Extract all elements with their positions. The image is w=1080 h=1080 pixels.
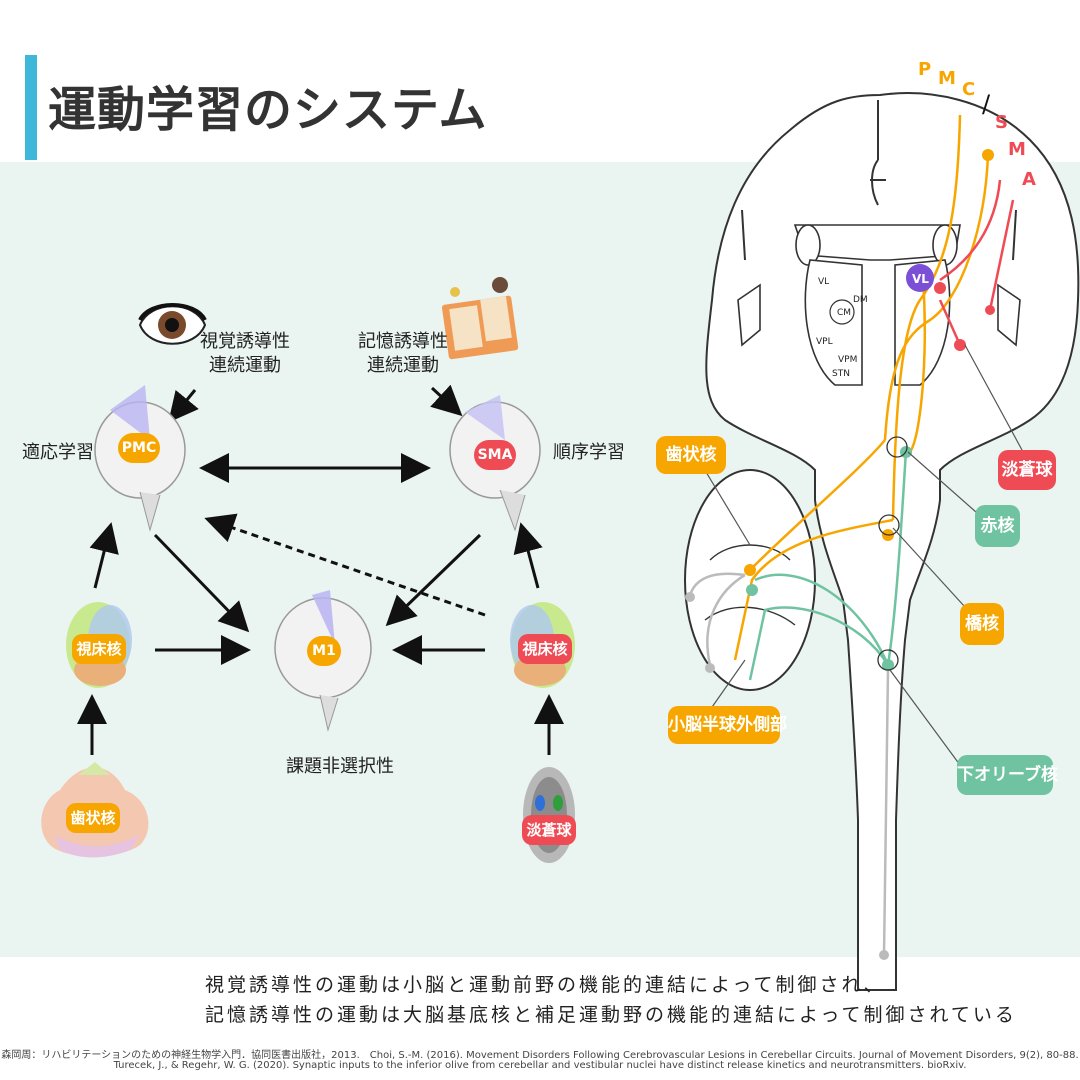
svg-text:P: P bbox=[918, 59, 931, 80]
thalamus-left-badge: 視床核 bbox=[72, 634, 126, 664]
pallidum-left-badge: 淡蒼球 bbox=[522, 815, 576, 845]
svg-text:A: A bbox=[1022, 169, 1036, 190]
sequence-learning-label: 順序学習 bbox=[553, 442, 625, 463]
svg-text:VL: VL bbox=[912, 272, 929, 286]
arc-separator: / bbox=[982, 90, 991, 118]
dentate-right-badge: 歯状核 bbox=[656, 436, 726, 474]
m1-badge: M1 bbox=[307, 636, 341, 666]
sma-badge: SMA bbox=[474, 440, 516, 470]
midline-fissure bbox=[870, 100, 886, 206]
memory-guided-label: 記憶誘導性連続運動 bbox=[358, 331, 448, 376]
svg-text:DM: DM bbox=[853, 295, 868, 305]
svg-text:M: M bbox=[938, 68, 956, 89]
summary-text: 視覚誘導性の運動は小脳と運動前野の機能的連結によって制御され、 記憶誘導性の運動… bbox=[205, 970, 1017, 1030]
task-nonselective-label: 課題非選択性 bbox=[286, 756, 394, 777]
adaptive-learning-label: 適応学習 bbox=[22, 442, 94, 463]
svg-text:STN: STN bbox=[832, 369, 850, 379]
red-nucleus-badge: 赤核 bbox=[975, 505, 1020, 547]
title-accent-bar bbox=[25, 55, 37, 160]
eye-icon bbox=[138, 303, 207, 345]
visual-guided-label: 視覚誘導性連続運動 bbox=[200, 331, 290, 376]
svg-text:VPL: VPL bbox=[816, 337, 833, 347]
svg-text:VL: VL bbox=[818, 277, 829, 287]
svg-text:C: C bbox=[962, 79, 975, 100]
summary-line-1: 視覚誘導性の運動は小脳と運動前野の機能的連結によって制御され、 bbox=[205, 974, 886, 996]
thalamus-region bbox=[737, 224, 1021, 386]
arc-sma-label: S M A bbox=[995, 112, 1036, 190]
pontine-nucleus-badge: 橋核 bbox=[960, 603, 1004, 645]
svg-text:S: S bbox=[995, 112, 1008, 133]
pallidum-right-badge: 淡蒼球 bbox=[998, 450, 1056, 490]
page-title: 運動学習のシステム bbox=[48, 82, 488, 138]
thalamus-right-badge: 視床核 bbox=[518, 634, 572, 664]
thalamic-nuclei-labels: VL DM CM VPL VPM STN bbox=[816, 277, 868, 379]
summary-line-2: 記憶誘導性の運動は大脳基底核と補足運動野の機能的連結によって制御されている bbox=[205, 1004, 1017, 1026]
callout-lines bbox=[699, 344, 1023, 766]
reference-line-2: Turecek, J., & Regehr, W. G. (2020). Syn… bbox=[113, 1060, 967, 1071]
descending-tract bbox=[882, 669, 890, 956]
reference-line-1: 森岡周：リハビリテーションのための神経生物学入門．協同医書出版社，2013. C… bbox=[1, 1050, 1079, 1061]
svg-text:M: M bbox=[1008, 139, 1026, 160]
brain-cross-section bbox=[705, 92, 1080, 991]
memory-book-icon bbox=[441, 277, 519, 360]
lateral-sulcus bbox=[741, 209, 1017, 261]
pmc-badge: PMC bbox=[118, 433, 160, 463]
lateral-cerebellum-badge: 小脳半球外側部 bbox=[668, 706, 787, 744]
svg-text:CM: CM bbox=[837, 308, 851, 318]
flow-arrows bbox=[77, 384, 564, 755]
dentate-left-badge: 歯状核 bbox=[66, 803, 120, 833]
cerebellum-outline bbox=[684, 469, 816, 691]
arc-pmc-label: P M C bbox=[918, 59, 975, 100]
vl-highlight bbox=[906, 264, 934, 292]
inferior-olive-badge: 下オリーブ核 bbox=[957, 755, 1058, 795]
svg-text:VPM: VPM bbox=[838, 355, 857, 365]
